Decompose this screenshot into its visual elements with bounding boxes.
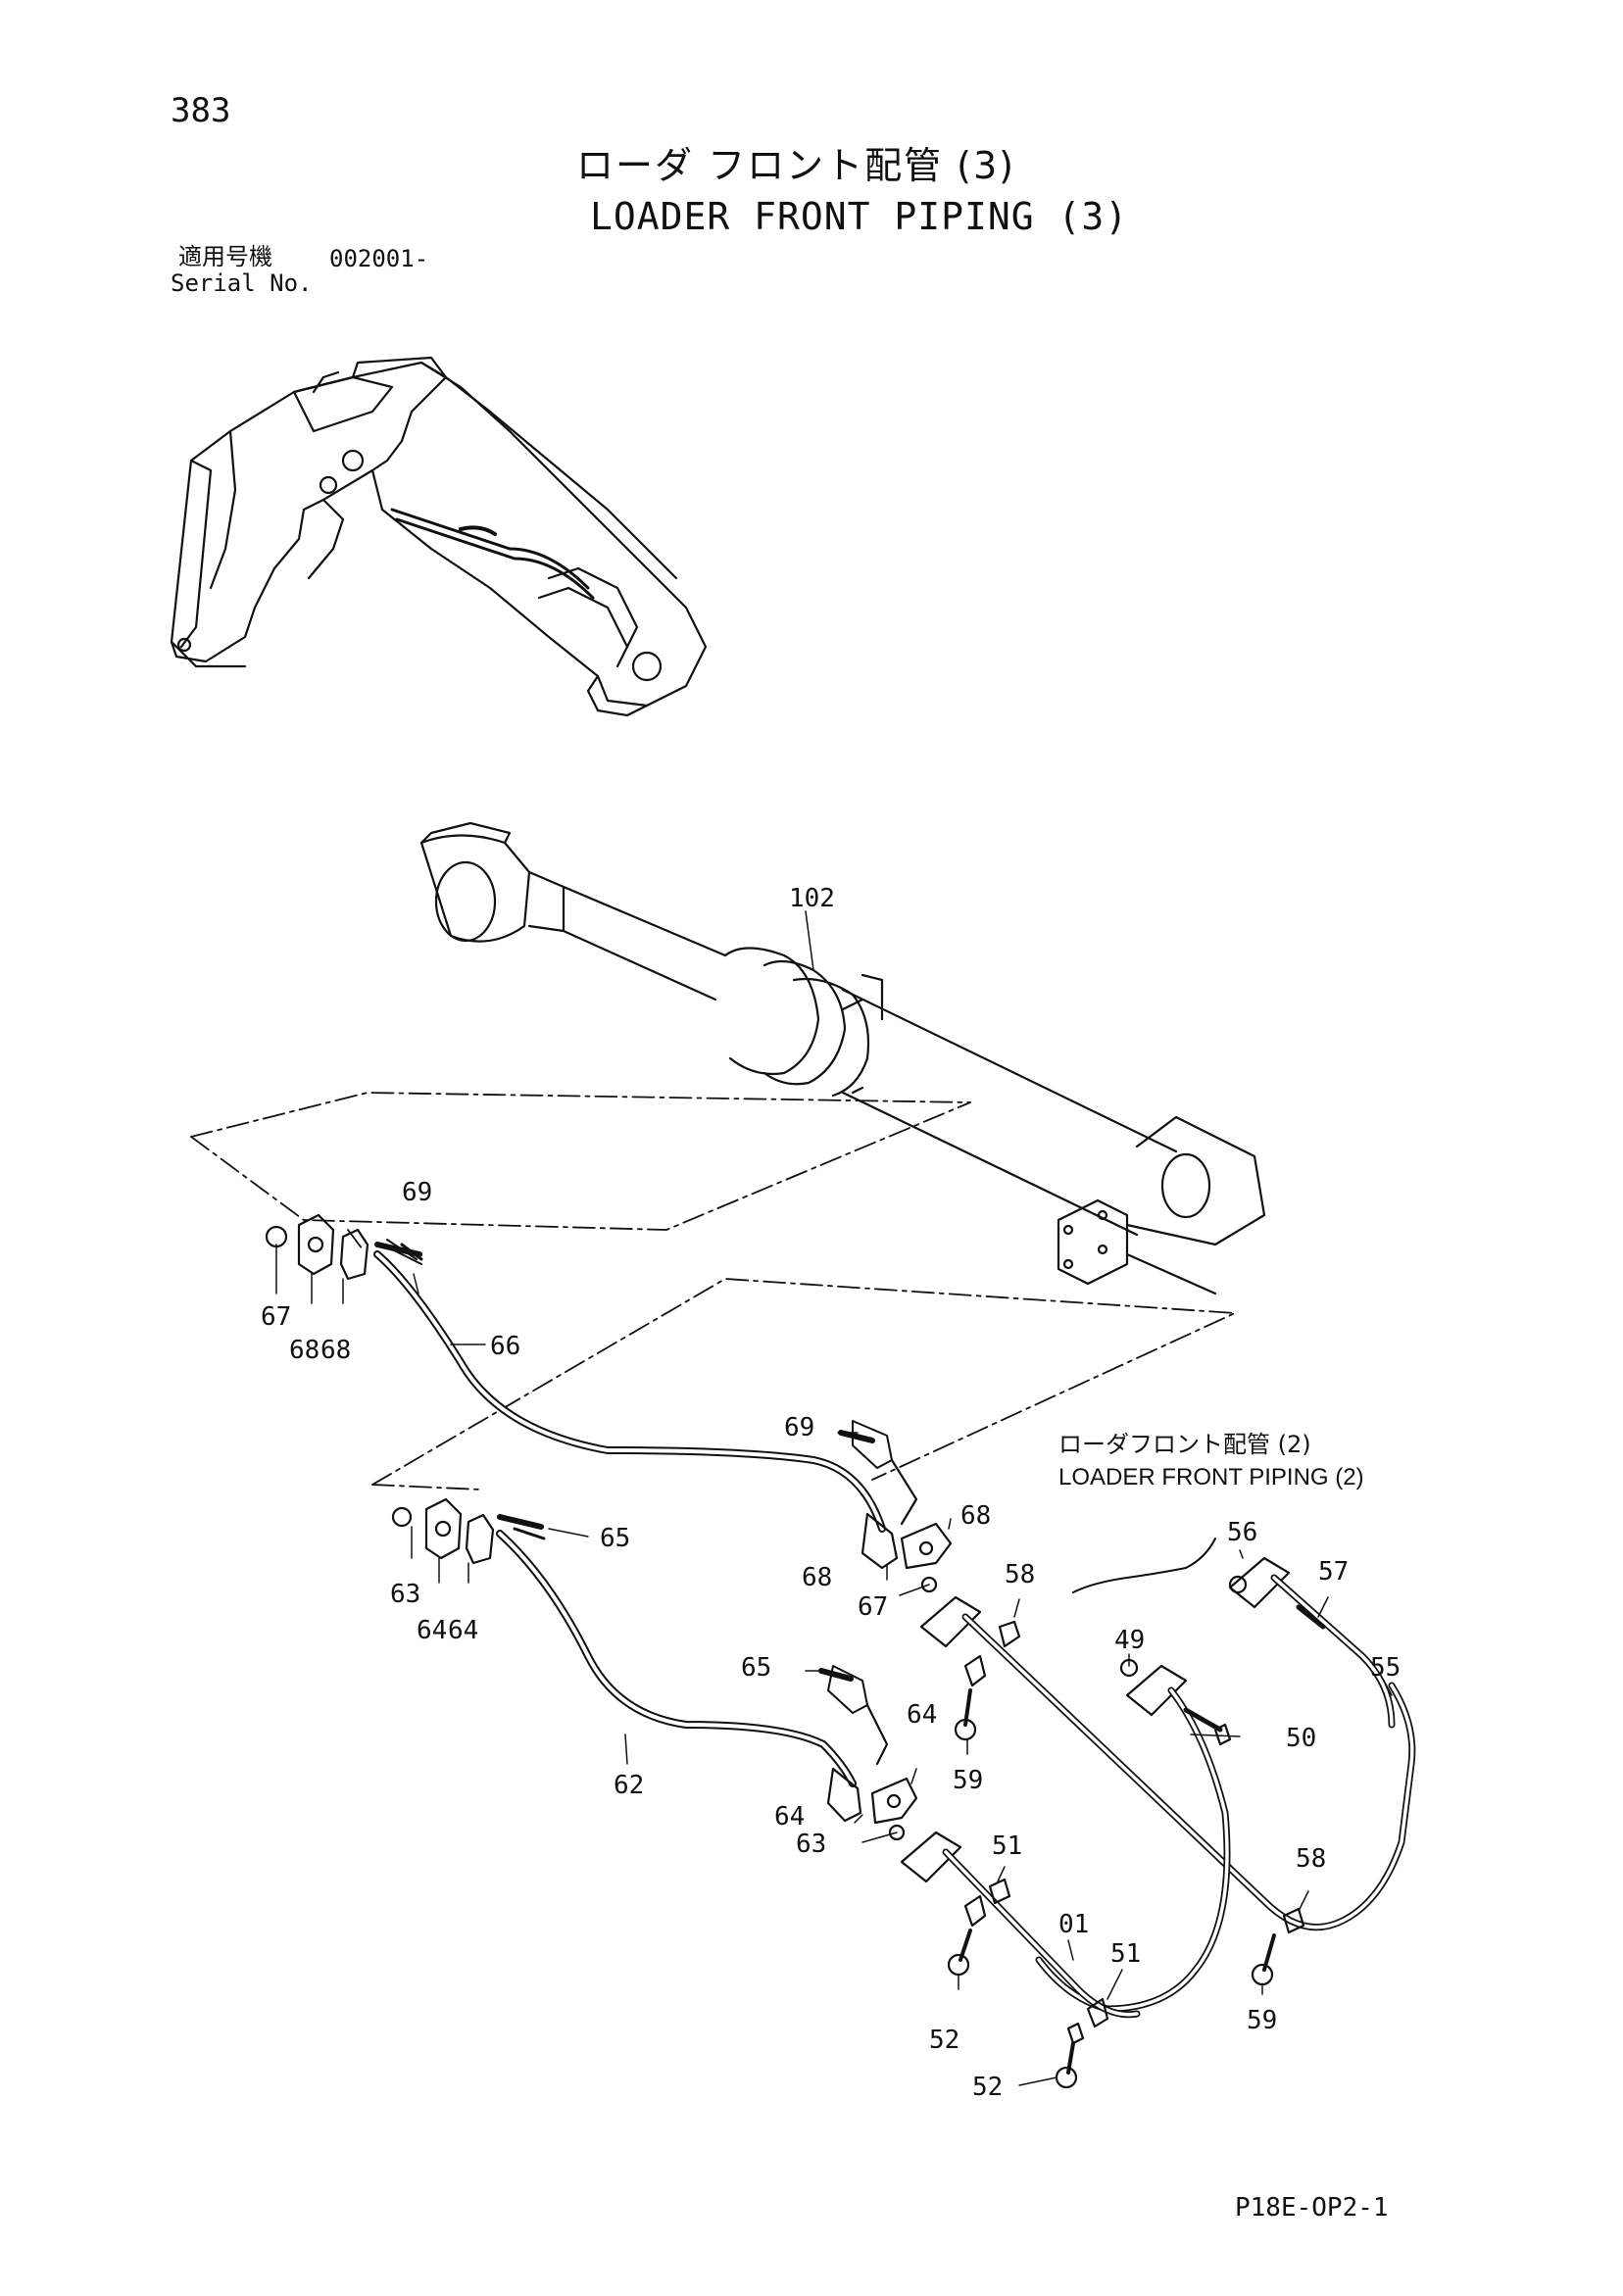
leader-lines (275, 910, 1393, 2086)
footer-code: P18E-OP2-1 (1235, 2193, 1389, 2223)
callout: 64 (448, 1616, 478, 1645)
callout: 64 (907, 1700, 937, 1730)
callout: 56 (1227, 1518, 1257, 1547)
callout-numbers: 102 69 67 68 68 66 69 68 68 67 63 64 64 … (261, 884, 1401, 2102)
page-title-jp: ローダ フロント配管 (3) (576, 144, 1015, 187)
serial-label-en: Serial No. (171, 269, 313, 297)
callout: 68 (960, 1501, 991, 1531)
steel-pipes (900, 1538, 1416, 2089)
callout: 52 (929, 2026, 959, 2055)
callout: 49 (1114, 1626, 1145, 1655)
callout: 68 (320, 1336, 351, 1365)
callout: 69 (784, 1413, 814, 1442)
callout: 57 (1318, 1557, 1349, 1587)
callout: 01 (1058, 1910, 1089, 1939)
reference-label-jp: ローダフロント配管 (2) (1058, 1431, 1311, 1458)
callout: 67 (261, 1302, 291, 1332)
page-number: 383 (171, 91, 231, 130)
callout: 66 (490, 1332, 520, 1361)
callout: 63 (796, 1830, 826, 1859)
loader-overview-illustration (170, 356, 708, 717)
boom-cylinder (419, 821, 1266, 1295)
callout: 63 (390, 1580, 420, 1609)
callout: 50 (1286, 1724, 1316, 1753)
callout: 65 (741, 1653, 771, 1683)
callout: 102 (789, 884, 835, 913)
callout: 58 (1296, 1844, 1326, 1874)
callout: 64 (774, 1802, 805, 1832)
serial-value: 002001- (329, 245, 429, 272)
callout: 55 (1370, 1653, 1401, 1683)
callout: 51 (1110, 1939, 1141, 1969)
callout: 68 (289, 1336, 320, 1365)
reference-label-en: LOADER FRONT PIPING (2) (1058, 1464, 1364, 1490)
callout: 58 (1005, 1560, 1035, 1589)
callout: 65 (600, 1524, 630, 1553)
callout: 69 (402, 1178, 432, 1207)
page-title-en: LOADER FRONT PIPING (3) (590, 195, 1129, 238)
hose-62 (391, 1497, 918, 1841)
callout: 68 (802, 1563, 832, 1592)
callout: 62 (614, 1771, 644, 1800)
callout: 52 (972, 2073, 1003, 2102)
bolts (374, 1242, 875, 1682)
serial-label-jp: 適用号機 (178, 243, 272, 270)
callout: 59 (1247, 2006, 1277, 2035)
callout: 64 (417, 1616, 447, 1645)
reference-outline (190, 1092, 1236, 1490)
callout: 59 (953, 1766, 983, 1795)
callout: 67 (858, 1592, 888, 1622)
callout: 51 (992, 1832, 1022, 1861)
